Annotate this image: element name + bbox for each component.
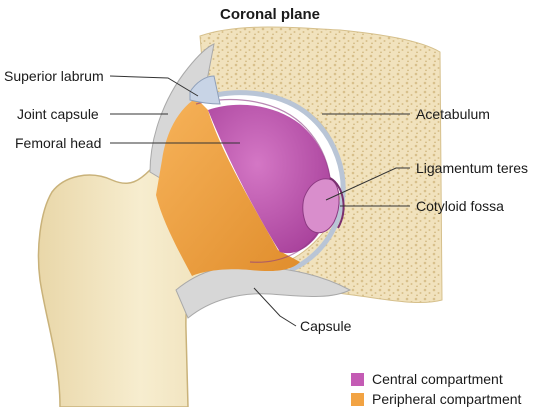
legend-swatch-peripheral xyxy=(351,392,364,406)
leader-capsule xyxy=(253,287,297,327)
label-joint-capsule: Joint capsule xyxy=(17,106,99,122)
cotyloid-fossa-shape xyxy=(329,177,345,229)
label-acetabulum: Acetabulum xyxy=(416,106,490,122)
legend-label-peripheral: Peripheral compartment xyxy=(372,391,522,407)
leader-ligamentum-teres xyxy=(325,167,410,201)
leader-superior-labrum xyxy=(109,75,199,97)
diagram-title: Coronal plane xyxy=(219,6,320,23)
legend: Central compartment Peripheral compartme… xyxy=(351,369,521,409)
label-femoral-head: Femoral head xyxy=(15,135,102,151)
ligamentum-teres-shape xyxy=(302,178,340,234)
label-capsule: Capsule xyxy=(300,318,352,334)
leader-lines xyxy=(109,75,410,327)
legend-item-central: Central compartment xyxy=(351,369,521,389)
label-superior-labrum: Superior labrum xyxy=(4,68,104,84)
superior-labrum-shape xyxy=(189,75,221,105)
femoral-head-outline xyxy=(195,98,332,263)
legend-item-peripheral: Peripheral compartment xyxy=(351,389,521,409)
label-cotyloid-fossa: Cotyloid fossa xyxy=(416,198,504,214)
acetabular-cartilage xyxy=(199,90,346,273)
central-compartment xyxy=(208,104,332,254)
legend-swatch-central xyxy=(351,372,364,386)
label-ligamentum-teres: Ligamentum teres xyxy=(416,160,529,176)
legend-label-central: Central compartment xyxy=(372,371,503,387)
